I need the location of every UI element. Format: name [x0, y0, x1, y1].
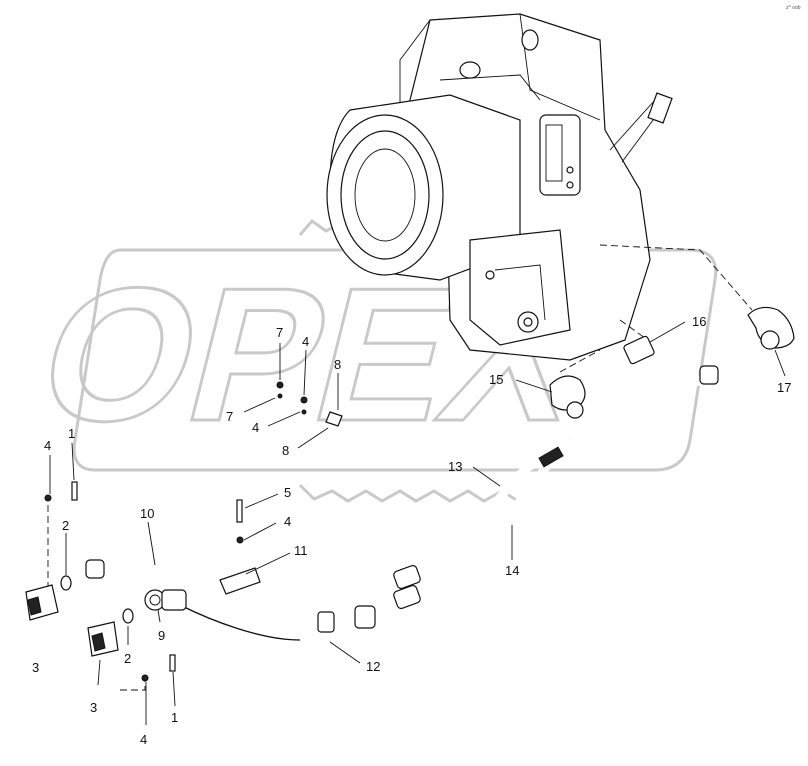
callout-3a: 3: [32, 660, 39, 675]
transmission-housing: [326, 13, 673, 361]
callout-8a: 8: [334, 357, 341, 372]
callout-15: 15: [489, 372, 503, 387]
callout-11: 11: [294, 543, 308, 558]
callout-4e: 4: [140, 732, 147, 747]
callout-1b: 1: [171, 710, 178, 725]
fittings-left: [25, 381, 343, 682]
callout-2b: 2: [124, 651, 131, 666]
fittings-right: [549, 306, 795, 419]
callout-9: 9: [158, 628, 165, 643]
callout-16: 16: [692, 314, 706, 329]
corner-stamp: z^ oob: [786, 5, 801, 11]
hose-assembly: [393, 365, 719, 610]
callout-4c: 4: [44, 438, 51, 453]
callout-2a: 2: [62, 518, 69, 533]
callout-13: 13: [448, 459, 462, 474]
callout-14: 14: [505, 563, 519, 578]
callout-10: 10: [140, 506, 154, 521]
callout-labels: 7 7 4 4 8 8 4 1 2 10 5 4 11 3 9 2 3 4 1 …: [32, 314, 791, 747]
pipe-assembly: [85, 554, 376, 657]
callout-7a: 7: [276, 325, 283, 340]
callout-4d: 4: [284, 514, 291, 529]
callout-17: 17: [777, 380, 791, 395]
callout-7b: 7: [226, 409, 233, 424]
callout-5: 5: [284, 485, 291, 500]
callout-8b: 8: [282, 443, 289, 458]
callout-1a: 1: [68, 426, 75, 441]
callout-12: 12: [366, 659, 380, 674]
callout-4a: 4: [302, 334, 309, 349]
assembly-lines: [47, 244, 753, 691]
callout-3b: 3: [90, 700, 97, 715]
leader-lines: [49, 321, 786, 725]
callout-4b: 4: [252, 420, 259, 435]
